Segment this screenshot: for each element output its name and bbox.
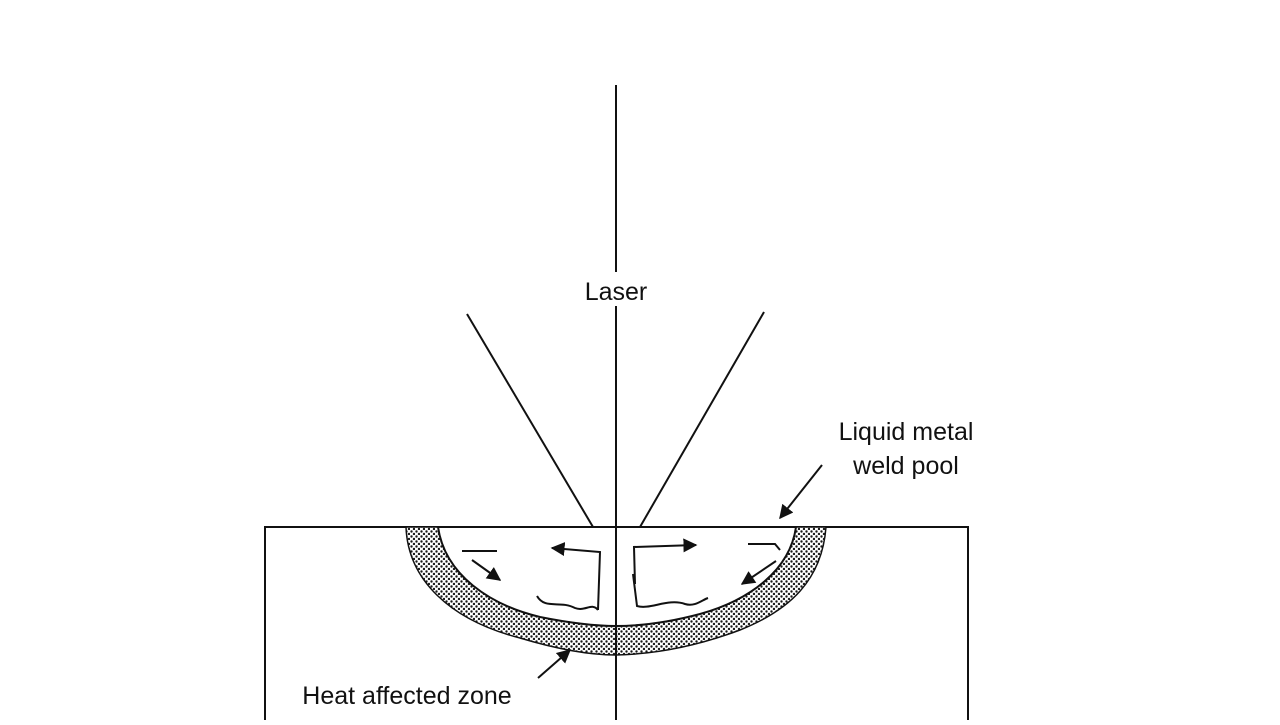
flow-line-left-lower xyxy=(536,595,599,611)
flow-arrow-right-upper xyxy=(632,538,698,585)
beam-right-edge xyxy=(639,311,765,528)
flow-line-right-lower xyxy=(632,573,709,608)
weld-pool-label-line2: weld pool xyxy=(852,452,959,480)
beam-left-edge xyxy=(466,313,594,528)
flow-arrow-left-upper xyxy=(550,542,602,611)
flow-arrow-right-diagonal xyxy=(740,560,777,585)
laser-label: Laser xyxy=(585,278,648,306)
weld-pool-label-line1: Liquid metal xyxy=(839,418,974,446)
heat-affected-zone-label: Heat affected zone xyxy=(302,682,511,710)
flow-arrow-left-diagonal xyxy=(471,559,502,581)
flow-dash-right xyxy=(748,543,781,551)
haz-label-backdrop xyxy=(270,680,542,712)
weld-pool-leader-arrow xyxy=(779,464,823,520)
haz-leader-arrow xyxy=(537,649,572,679)
laser-label-backdrop xyxy=(572,272,660,306)
